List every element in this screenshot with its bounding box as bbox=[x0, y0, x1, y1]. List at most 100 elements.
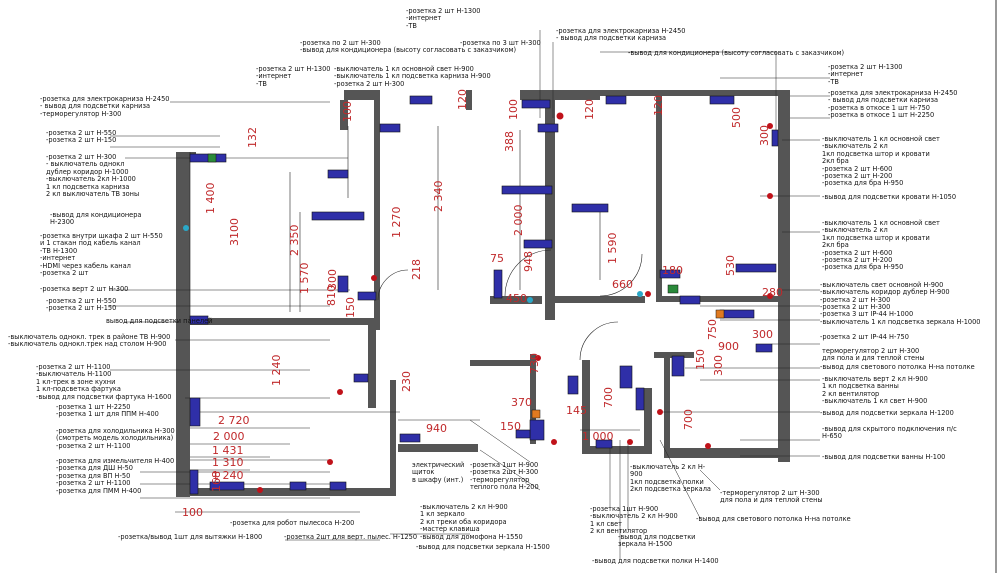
dimension-label: 3100 bbox=[228, 218, 241, 246]
note-line: -вывод для подсветки зеркала Н-1500 bbox=[416, 543, 550, 551]
note-line: -вывод для домофона Н-1550 bbox=[420, 532, 523, 541]
wall-kitchen-right bbox=[390, 380, 396, 496]
socket-group bbox=[659, 269, 681, 279]
door-swings bbox=[377, 249, 643, 361]
socket-group bbox=[529, 419, 545, 441]
socket-group bbox=[209, 481, 245, 491]
thermostat-symbol bbox=[531, 409, 541, 419]
note-t7: -выключатель 1 кл основной свет Н-900-вы… bbox=[334, 65, 491, 88]
dimension-label: 1 310 bbox=[212, 456, 244, 469]
note-line: - вывод для подсветки карниза bbox=[556, 34, 667, 43]
note-line: -вывод для кондиционера (высоту согласов… bbox=[628, 49, 845, 57]
note-line: -розетка для робот пылесоса Н-200 bbox=[230, 519, 355, 527]
wall-hall-top bbox=[470, 360, 530, 366]
note-line: - выключатель однокл bbox=[46, 160, 125, 169]
socket-group bbox=[595, 439, 613, 449]
note-line: -розетка для электрокарниза Н-2450 bbox=[556, 27, 686, 35]
dimension-label: 230 bbox=[400, 371, 413, 392]
note-line: -розетка 2 шт Н-300 bbox=[334, 79, 405, 88]
leader-lines bbox=[110, 30, 830, 560]
dimension-lines bbox=[189, 126, 640, 471]
note-line: -вывод для подсветки кровати Н-1050 bbox=[822, 193, 957, 201]
dimension-label: 388 bbox=[503, 131, 516, 152]
note-t10: -розетка для электрокарниза Н-2450- выво… bbox=[828, 89, 957, 120]
note-line: -интернет bbox=[406, 14, 442, 23]
note-line: 1кл подсветка штор и кровати bbox=[822, 233, 930, 242]
note-line: -выключатель 1 кл свет Н-900 bbox=[822, 397, 928, 406]
note-line: -выключатель 1 кл подсветка зеркала Н-10… bbox=[820, 317, 981, 326]
note-t34: -вывод для подсветки ванны Н-100 bbox=[822, 453, 945, 461]
note-line: -розетка 2 шт Н-300 bbox=[820, 303, 891, 311]
note-t47: -вывод для подсветки полки Н-1400 bbox=[592, 557, 719, 565]
note-t44: -розетка 2шт для верт. пылес. Н-1250 bbox=[284, 533, 417, 541]
note-line: -выключатель 1 кл основной свет bbox=[822, 219, 940, 227]
note-line: -ТВ bbox=[256, 79, 267, 88]
note-t43: -розетка/вывод 1шт для вытяжки Н-1800 bbox=[118, 533, 263, 541]
note-line: -розетка по 3 шт Н-300 bbox=[460, 39, 541, 47]
note-line: -розетка для бра Н-950 bbox=[822, 263, 904, 272]
note-line: для пола и для теплой стены bbox=[822, 354, 925, 363]
dimension-label: 150 bbox=[500, 420, 521, 433]
dimension-label: 1 400 bbox=[204, 182, 217, 215]
dimension-label: 100 bbox=[341, 101, 354, 122]
wall-bottom-left bbox=[176, 488, 396, 496]
note-line: -розетка для ПММ Н-400 bbox=[56, 486, 142, 495]
thermostat-symbol bbox=[715, 309, 725, 319]
dimension-label: 300 bbox=[712, 355, 725, 376]
dimension-label: 150 bbox=[344, 297, 357, 318]
note-t31: -розетка для холодильника Н-300(смотреть… bbox=[56, 427, 175, 450]
note-line: 1 кл-подсветка фартука bbox=[36, 385, 121, 394]
socket-group bbox=[567, 375, 579, 395]
socket-group bbox=[619, 365, 633, 389]
note-line: терморегулятор 2 шт Н-300 bbox=[822, 347, 920, 355]
note-t11: -розетка 2 шт Н-550-розетка 2 шт Н-150 bbox=[46, 129, 117, 145]
dimension-label: 2 350 bbox=[288, 224, 301, 257]
dimension-label: 2 000 bbox=[512, 204, 525, 237]
socket-group bbox=[189, 469, 199, 495]
note-t3: -розетка по 3 шт Н-300 bbox=[460, 39, 541, 47]
dimension-label: 730 bbox=[528, 353, 541, 374]
dimension-label: 1 240 bbox=[212, 469, 244, 482]
socket-group bbox=[523, 239, 553, 249]
dimension-label: 100 bbox=[507, 99, 520, 120]
socket-group bbox=[409, 95, 433, 105]
dimension-label: 940 bbox=[426, 422, 447, 435]
socket-group bbox=[189, 315, 209, 325]
note-line: -терморегулятор 2 шт Н-300 bbox=[720, 489, 820, 497]
note-line: -вывод для светового потолка Н-на потолк… bbox=[696, 515, 851, 523]
note-t18: -розетка верт 2 шт Н-300 bbox=[40, 285, 128, 293]
note-line: -выключатель однокл. трек в районе ТВ Н-… bbox=[8, 333, 171, 341]
door-arc bbox=[599, 253, 643, 297]
socket-group bbox=[379, 123, 401, 133]
note-line: 2кл бра bbox=[822, 241, 849, 250]
note-line: щиток bbox=[412, 468, 435, 477]
note-line: -розетка 2 шт Н-150 bbox=[46, 136, 117, 145]
note-line: для пола и для теплой стены bbox=[720, 496, 823, 505]
note-line: Н-2300 bbox=[50, 218, 75, 227]
note-line: -вывод для подсветки зеркала Н-1200 bbox=[820, 409, 954, 417]
socket-group bbox=[289, 481, 307, 491]
wall-wc-right bbox=[644, 388, 652, 450]
note-line: -выключатель 2 кл Н-900 bbox=[420, 503, 508, 511]
note-line: -вывод для скрытого подключения п/с bbox=[822, 425, 957, 433]
dimension-label: 370 bbox=[511, 396, 532, 409]
note-t6: -розетка 2 шт Н-1300-интернет-ТВ bbox=[256, 65, 331, 88]
note-t36: -розетка 1шт Н-900-розетка 2шт Н-300-тер… bbox=[470, 461, 539, 492]
dimension-label: 300 bbox=[758, 125, 771, 146]
dimension-label: 180 bbox=[662, 264, 683, 277]
note-line: -розетка/вывод 1шт для вытяжки Н-1800 bbox=[118, 533, 263, 541]
dimension-label: 700 bbox=[602, 387, 615, 408]
note-t21: -выключатель свет основной Н-900-выключа… bbox=[820, 281, 950, 304]
note-line: -выключатель 2кл Н-1000 bbox=[46, 175, 136, 184]
note-t13: -выключатель 1 кл основной свет-выключат… bbox=[822, 135, 940, 188]
note-line: и 1 стакан под кабель канал bbox=[40, 239, 141, 248]
note-line: -розетка 1 шт Н-2250 bbox=[56, 403, 131, 411]
note-line: -выключатель 1 кл основной свет bbox=[822, 135, 940, 143]
socket-group bbox=[679, 295, 701, 305]
socket-group bbox=[493, 269, 503, 299]
note-line: 2 кл выключатель ТВ зоны bbox=[46, 190, 140, 199]
